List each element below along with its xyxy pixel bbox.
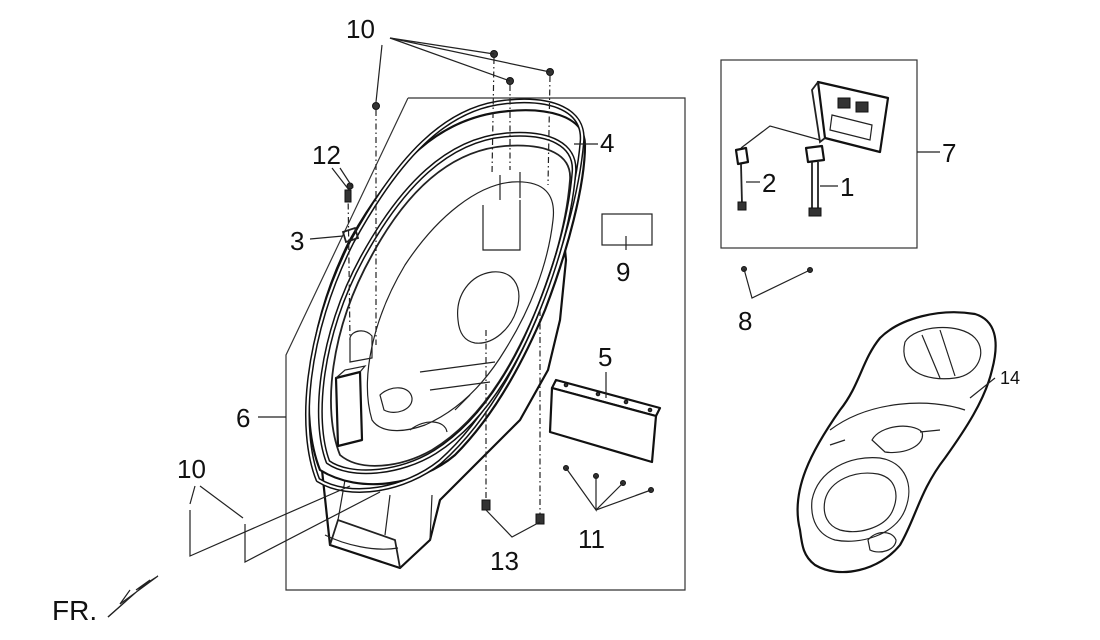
label-5: 5 [598,342,612,372]
switch-parts-12-3 [341,182,360,341]
screws-8 [741,266,813,273]
label-plate-9 [601,213,653,246]
label-10-left: 10 [177,454,206,484]
label-1: 1 [840,172,854,202]
label-3: 3 [290,226,304,256]
screws-10-top [372,50,554,515]
front-direction-arrow [107,575,159,618]
label-12: 12 [312,140,341,170]
label-6: 6 [236,403,250,433]
lamp-switch-frame-7 [720,59,918,249]
floor-mat-14 [796,311,997,574]
label-4: 4 [600,128,614,158]
main-assembly-frame [285,97,686,591]
clips-11 [563,465,654,493]
nuts-13 [481,499,545,525]
label-9: 9 [616,257,630,287]
label-7: 7 [942,138,956,168]
label-10-top: 10 [346,14,375,44]
label-8: 8 [738,306,752,336]
label-13: 13 [490,546,519,576]
label-14: 14 [1000,368,1020,388]
plate-5-illustration [548,378,662,464]
front-marker-label: FR. [52,595,97,626]
leader-lines [189,37,996,563]
label-11: 11 [578,524,605,554]
label-2: 2 [762,168,776,198]
seal-rim-illustration [305,98,585,493]
